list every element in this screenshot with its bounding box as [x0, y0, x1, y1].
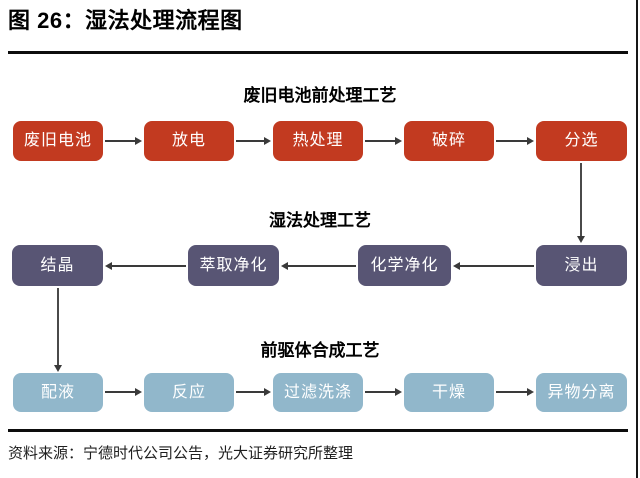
- flow-node-crushing: 破碎: [404, 121, 494, 161]
- flow-node-leaching: 浸出: [536, 245, 627, 286]
- stage-header-wet-process: 湿法处理工艺: [269, 211, 371, 230]
- flow-node-heat-treatment: 热处理: [273, 121, 363, 161]
- source-note: 资料来源：宁德时代公司公告，光大证券研究所整理: [8, 445, 354, 462]
- flow-node-waste-battery: 废旧电池: [13, 121, 103, 161]
- flow-node-chemical-purification: 化学净化: [358, 245, 451, 286]
- flow-node-filter-washing: 过滤洗涤: [273, 373, 363, 412]
- flow-node-extraction-purification: 萃取净化: [188, 245, 279, 286]
- bottom-rule: [8, 429, 628, 432]
- figure-title: 图 26：湿法处理流程图: [8, 8, 243, 33]
- flow-node-foreign-matter-separation: 异物分离: [536, 373, 627, 412]
- arrow-right-icon: [496, 134, 534, 148]
- flow-node-sorting: 分选: [536, 121, 627, 161]
- top-rule: [8, 51, 628, 54]
- arrow-right-icon: [496, 385, 534, 399]
- flow-node-drying: 干燥: [404, 373, 494, 412]
- stage-header-pretreatment: 废旧电池前处理工艺: [243, 86, 397, 105]
- arrow-left-icon: [105, 259, 186, 273]
- arrow-right-icon: [236, 385, 271, 399]
- arrow-left-icon: [281, 259, 356, 273]
- arrow-left-icon: [453, 259, 534, 273]
- stage-header-precursor: 前驱体合成工艺: [260, 341, 380, 360]
- arrow-right-icon: [105, 385, 142, 399]
- flow-node-discharge: 放电: [144, 121, 234, 161]
- flow-node-solution-preparation: 配液: [13, 373, 103, 412]
- arrow-right-icon: [365, 385, 402, 399]
- arrow-down-icon: [574, 163, 588, 243]
- flow-node-reaction: 反应: [144, 373, 234, 412]
- arrow-right-icon: [105, 134, 142, 148]
- page-right-border: [636, 0, 638, 478]
- flow-node-crystallization: 结晶: [12, 245, 103, 286]
- arrow-right-icon: [236, 134, 271, 148]
- arrow-down-icon: [51, 288, 65, 372]
- arrow-right-icon: [365, 134, 402, 148]
